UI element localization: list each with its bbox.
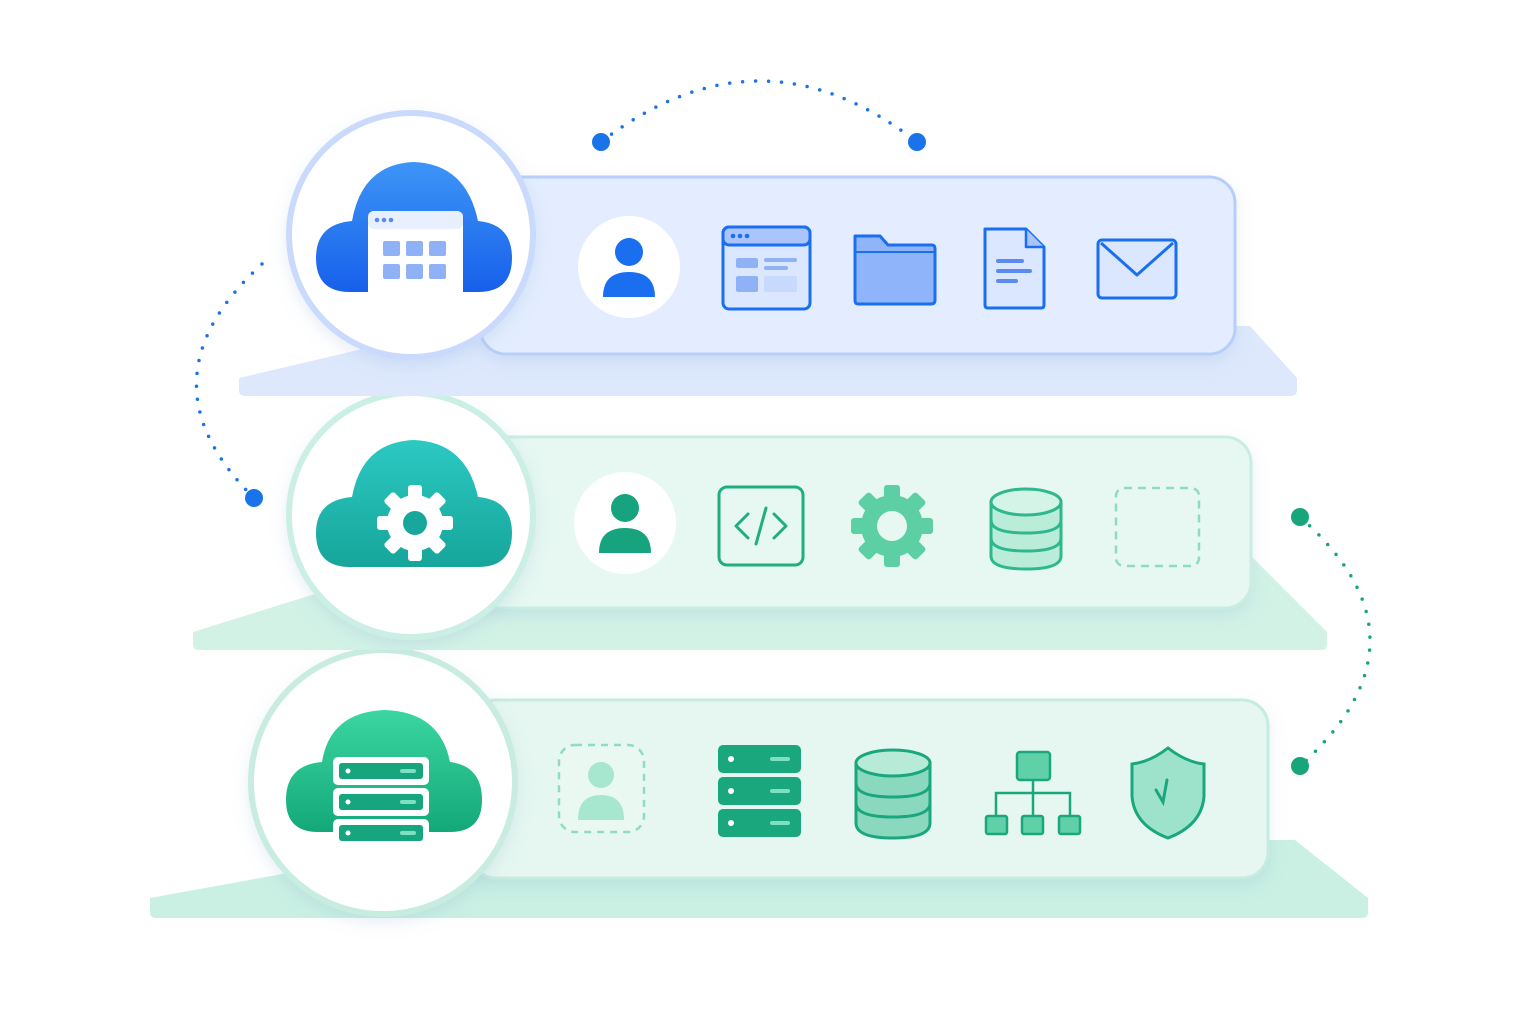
connector-dot [1291,757,1309,775]
browser-window-icon [721,225,812,311]
cloud-server-icon [286,710,482,847]
layer-saas [239,110,1297,396]
document-icon [983,227,1046,310]
mail-icon [1096,238,1178,300]
user-placeholder-icon [557,743,646,834]
gear-icon [851,485,933,567]
user-icon [574,472,676,574]
connector-right-arc [1298,515,1372,768]
connector-dot [1291,508,1309,526]
layer-paas [193,390,1327,650]
user-icon [578,216,680,318]
cloud-gear-icon [316,440,512,567]
folder-icon [853,234,937,306]
connectors [194,79,1372,775]
code-icon [717,485,805,567]
connector-top-arc [599,79,919,144]
connector-dot [908,133,926,151]
database-icon [854,748,932,840]
connector-dot [245,489,263,507]
server-rack-icon [718,745,801,837]
network-hierarchy-icon [984,750,1082,836]
cloud-app-grid-icon [316,162,512,301]
database-icon [989,487,1063,571]
connector-dot [592,133,610,151]
shield-check-icon [1130,746,1206,840]
placeholder-box-icon [1114,486,1201,568]
layer-iaas [150,647,1368,918]
